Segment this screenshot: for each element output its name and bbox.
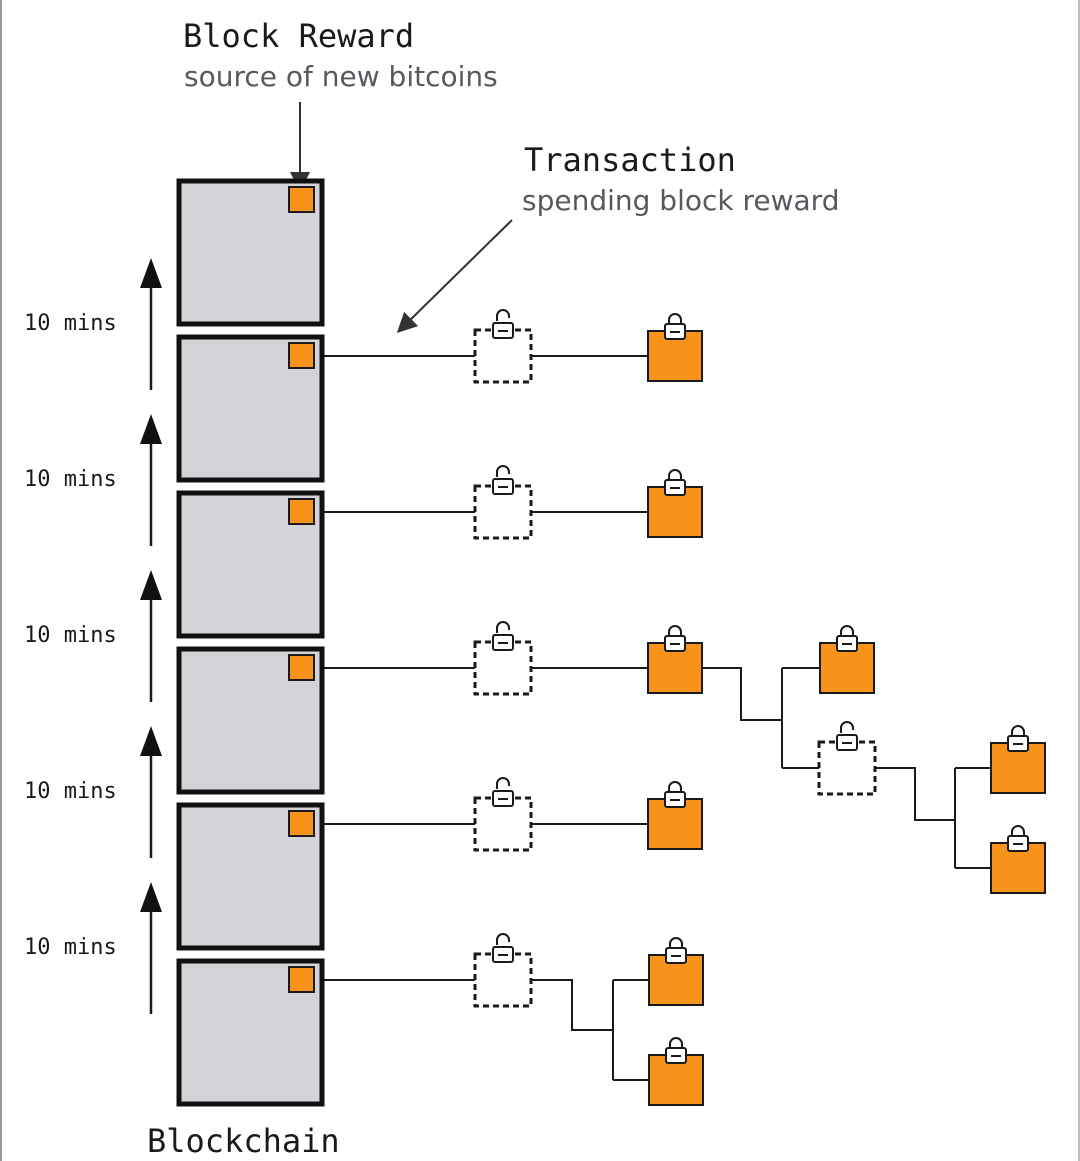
time-arrow-head (140, 726, 162, 756)
transaction-subtitle: spending block reward (522, 184, 839, 217)
time-arrow-head (140, 882, 162, 912)
unlocked-padlock-icon (492, 621, 514, 651)
time-label: 10 mins (24, 311, 117, 336)
locked-padlock-icon (664, 781, 686, 808)
unlocked-padlock-icon (492, 309, 514, 339)
connection-line (875, 767, 955, 821)
unlocked-padlock-icon (492, 777, 514, 807)
locked-padlock-icon (664, 469, 686, 496)
time-label: 10 mins (24, 623, 117, 648)
locked-padlock-icon (1007, 725, 1029, 752)
time-arrow-head (140, 258, 162, 288)
block-reward-coin (288, 966, 315, 993)
time-arrow-head (140, 414, 162, 444)
block-reward-coin (288, 186, 315, 213)
block-reward-title: Block Reward (183, 17, 414, 55)
blockchain-label: Blockchain (147, 1122, 340, 1160)
locked-padlock-icon (1007, 825, 1029, 852)
time-intervals: 10 mins 10 mins 10 mins 10 mins 10 mins (24, 258, 162, 1014)
block-reward-coin (288, 342, 315, 369)
transaction-title: Transaction (524, 141, 736, 179)
connection-line (702, 667, 782, 721)
time-label: 10 mins (24, 779, 117, 804)
time-arrow-head (140, 570, 162, 600)
transaction-pointer-arrow (396, 219, 513, 334)
unspent-output (648, 954, 704, 1006)
unlocked-padlock-icon (492, 465, 514, 495)
locked-padlock-icon (664, 625, 686, 652)
time-label: 10 mins (24, 467, 117, 492)
transaction-outputs (473, 309, 1046, 1106)
block-reward-coin (288, 654, 315, 681)
locked-padlock-icon (665, 937, 687, 964)
locked-padlock-icon (836, 625, 858, 652)
connection-line (531, 979, 613, 1031)
unlocked-padlock-icon (492, 933, 514, 963)
connection-lines (314, 355, 991, 1081)
unlocked-padlock-icon (836, 721, 858, 751)
block-reward-subtitle: source of new bitcoins (184, 60, 498, 93)
blockchain-blocks (176, 178, 325, 1107)
block-reward-coin (288, 498, 315, 525)
locked-padlock-icon (665, 1037, 687, 1064)
locked-padlock-icon (664, 313, 686, 340)
time-label: 10 mins (24, 935, 117, 960)
block-reward-coin (288, 810, 315, 837)
